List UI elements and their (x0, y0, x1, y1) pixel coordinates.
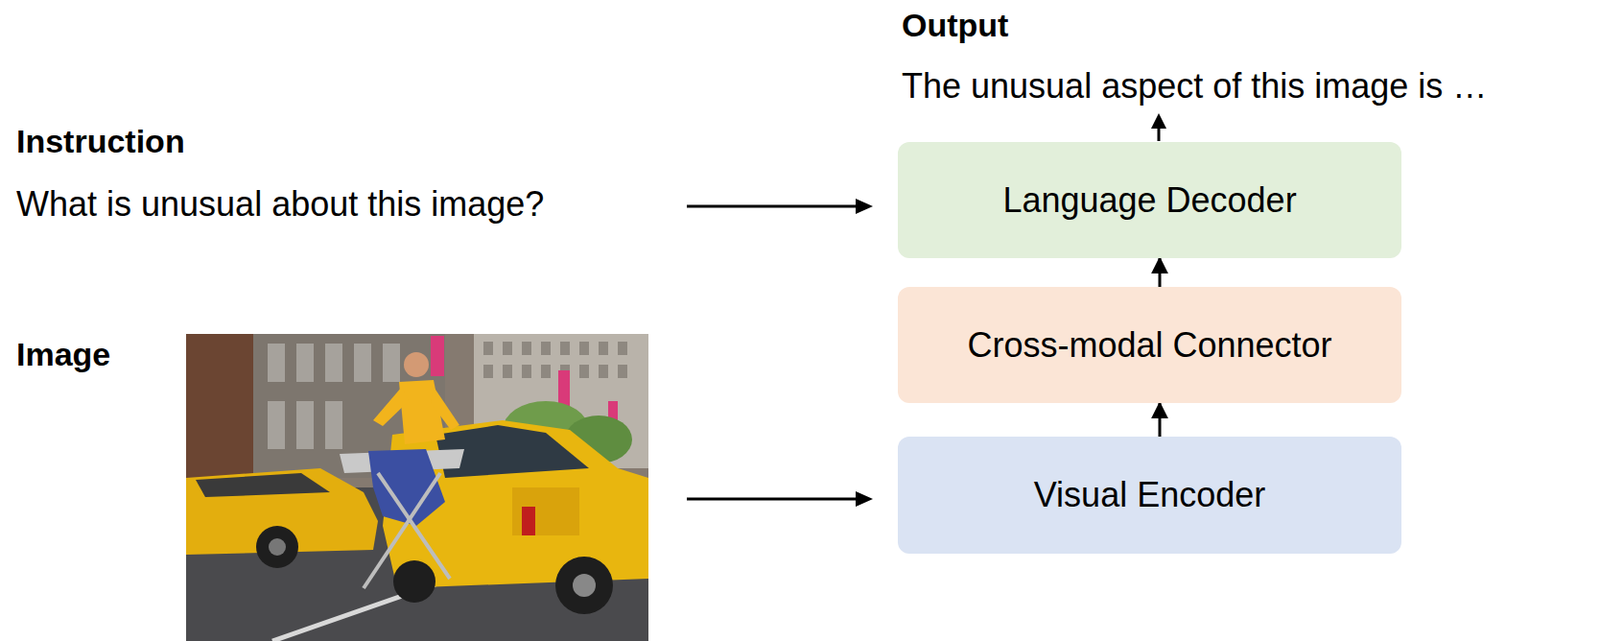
decoder-box: Language Decoder (897, 141, 1402, 259)
box-label: Visual Encoder (1034, 473, 1267, 516)
box-label: Language Decoder (1002, 179, 1296, 221)
section-heading: Output (901, 5, 1009, 46)
flow-arrow (1158, 258, 1162, 287)
box-label: Cross-modal Connector (966, 324, 1332, 366)
section-heading: Instruction (16, 121, 186, 162)
connector-box: Cross-modal Connector (897, 286, 1402, 403)
output-text: The unusual aspect of this image is … (901, 65, 1487, 107)
encoder-box: Visual Encoder (897, 436, 1402, 554)
instruction-text: What is unusual about this image? (16, 183, 544, 225)
section-heading: Image (16, 334, 111, 375)
flow-arrow (1158, 402, 1162, 437)
street-photo (186, 333, 649, 641)
